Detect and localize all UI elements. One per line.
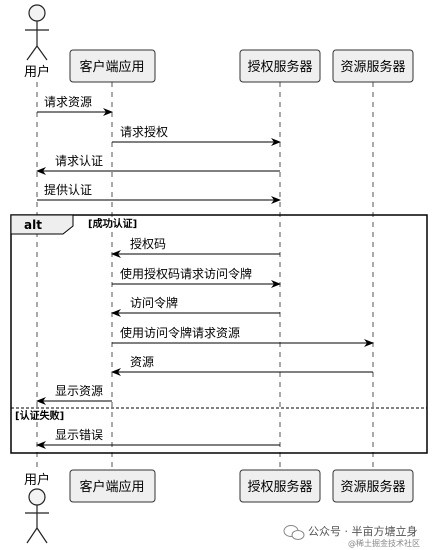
participant-box <box>332 49 414 83</box>
actor-head <box>28 4 46 22</box>
message-label: 访问令牌 <box>130 295 178 310</box>
actor-user-bottom: 用户 <box>24 472 50 544</box>
message-access-token: 访问令牌 <box>111 295 280 317</box>
message-label: 请求授权 <box>120 124 168 139</box>
watermark: 公众号 · 半亩方塘立身 @稀土掘金技术社区 <box>283 524 420 548</box>
message-resource: 资源 <box>111 355 373 376</box>
message-request-access-token: 使用授权码请求访问令牌 <box>112 266 281 288</box>
participant-client-label: 客户端应用 <box>79 479 144 495</box>
message-request-resource-with-token: 使用访问令牌请求资源 <box>112 325 374 347</box>
message-label: 使用访问令牌请求资源 <box>120 325 240 340</box>
message-label: 显示错误 <box>55 428 103 442</box>
participant-client-bottom: 客户端应用 <box>69 469 156 503</box>
message-label: 显示资源 <box>55 384 103 398</box>
message-label: 提供认证 <box>44 182 92 197</box>
alt-tab <box>10 214 74 235</box>
message-label: 请求认证 <box>55 154 103 168</box>
participant-auth-top: 授权服务器 <box>239 49 321 83</box>
wechat-icon <box>283 525 305 540</box>
participant-box <box>332 469 414 503</box>
participant-box <box>69 469 156 503</box>
alt-block: alt [成功认证] [认证失败] <box>10 214 428 454</box>
message-display-error: 显示错误 <box>36 428 280 449</box>
message-request-authentication: 请求认证 <box>36 154 280 175</box>
message-request-resource: 请求资源 <box>37 95 113 116</box>
alt-condition: [成功认证] <box>88 217 137 230</box>
message-label: 使用授权码请求访问令牌 <box>120 266 252 281</box>
participant-user-label: 用户 <box>24 472 50 488</box>
message-authorization-code: 授权码 <box>111 236 280 258</box>
message-request-authorization: 请求授权 <box>112 124 281 146</box>
participant-box <box>239 49 321 83</box>
alt-keyword: alt <box>24 218 42 232</box>
message-display-resource: 显示资源 <box>36 384 112 405</box>
actor-leg-right <box>36 527 48 544</box>
participant-auth-label: 授权服务器 <box>247 479 312 495</box>
watermark-subtext: @稀土掘金技术社区 <box>348 538 420 548</box>
participant-box <box>69 49 156 83</box>
alt-frame <box>10 214 428 454</box>
alt-else-condition: [认证失败] <box>15 409 64 422</box>
actor-user-top: 用户 <box>24 4 50 80</box>
participant-client-top: 客户端应用 <box>69 49 156 83</box>
message-label: 请求资源 <box>44 95 92 109</box>
participant-auth-label: 授权服务器 <box>247 59 312 75</box>
actor-leg-left <box>26 45 38 61</box>
message-label: 资源 <box>130 355 154 369</box>
participant-resource-label: 资源服务器 <box>340 59 405 75</box>
participant-box <box>239 469 321 503</box>
message-label: 授权码 <box>130 236 166 251</box>
participant-resource-bottom: 资源服务器 <box>332 469 414 503</box>
actor-head <box>28 488 46 506</box>
participant-client-label: 客户端应用 <box>79 59 144 75</box>
participant-resource-top: 资源服务器 <box>332 49 414 83</box>
watermark-text: 公众号 · 半亩方塘立身 <box>308 524 418 538</box>
actor-leg-right <box>36 45 48 61</box>
participant-resource-label: 资源服务器 <box>340 479 405 495</box>
participant-auth-bottom: 授权服务器 <box>239 469 321 503</box>
actor-leg-left <box>26 527 38 544</box>
message-provide-authentication: 提供认证 <box>37 182 281 204</box>
participant-user-label: 用户 <box>24 64 50 80</box>
